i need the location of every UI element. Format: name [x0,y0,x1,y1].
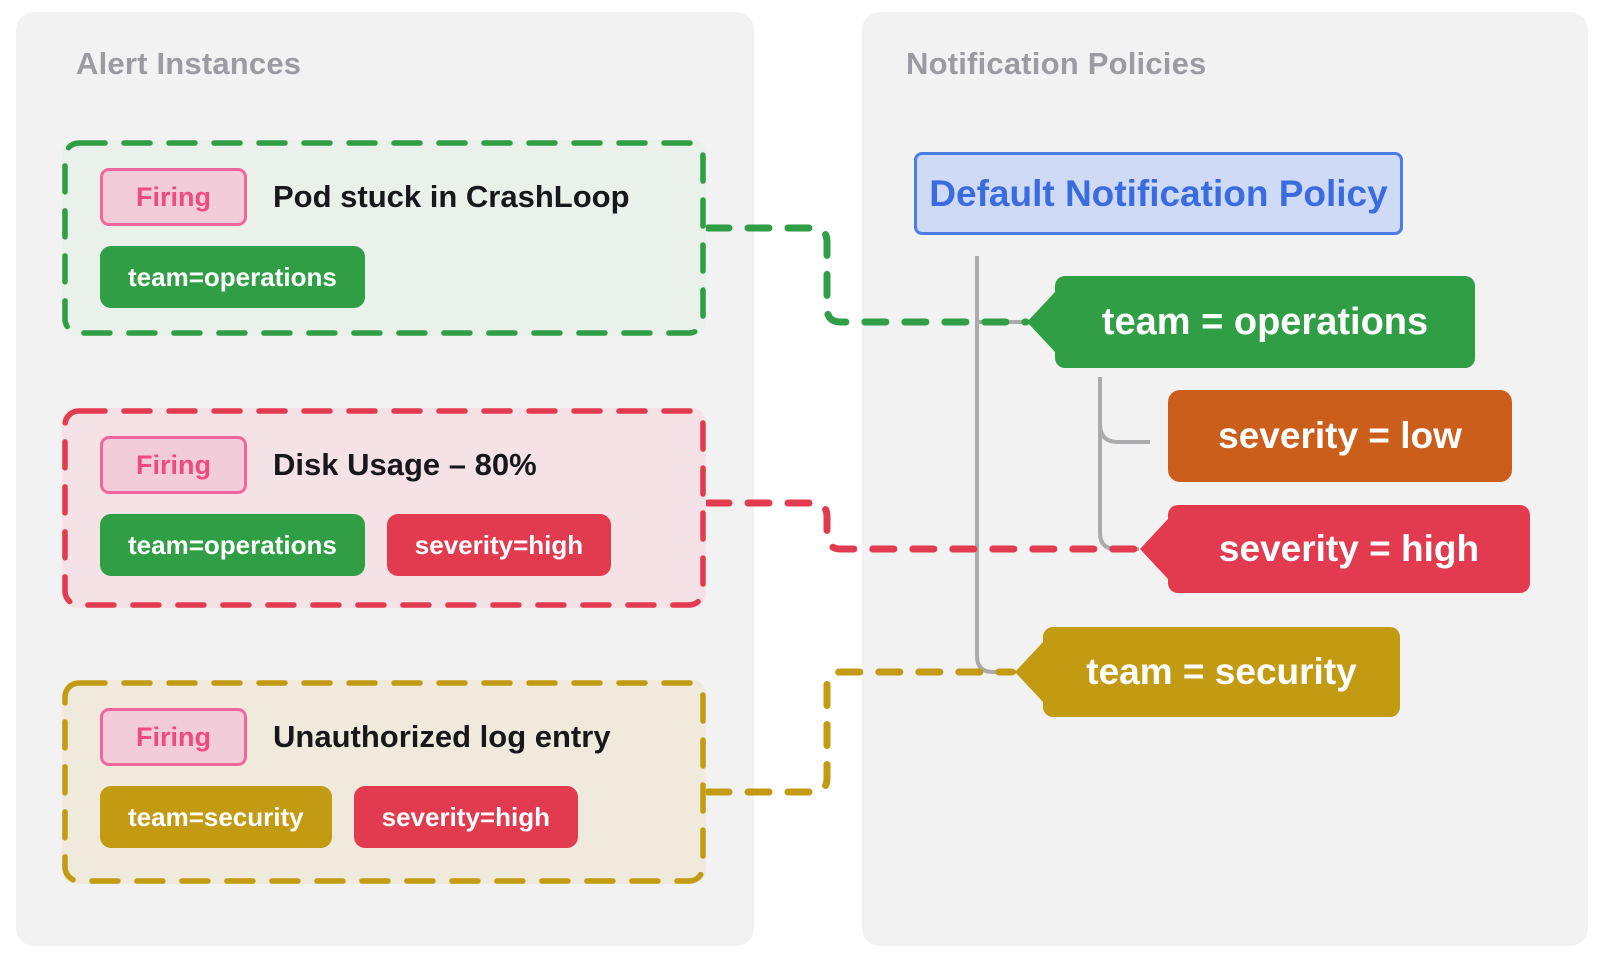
alert-card-unauthorized-log: Firing Unauthorized log entry team=secur… [62,680,706,884]
label-pill-team-operations: team=operations [100,246,365,308]
policy-matcher-severity-high: severity = high [1168,505,1530,593]
label-pill-severity-high: severity=high [386,514,612,576]
policy-matcher-team-operations: team = operations [1055,276,1475,368]
alert-title: Disk Usage – 80% [273,447,537,482]
label-pill-team-security: team=security [100,786,332,848]
firing-badge: Firing [100,708,247,766]
alert-instances-heading: Alert Instances [76,46,302,81]
alert-card-disk-usage: Firing Disk Usage – 80% team=operations … [62,408,706,608]
label-pill-team-operations: team=operations [100,514,365,576]
policy-matcher-team-security: team = security [1043,627,1400,717]
policy-matcher-severity-low: severity = low [1168,390,1512,482]
alert-title: Pod stuck in CrashLoop [273,179,630,214]
alert-card-crashloop: Firing Pod stuck in CrashLoop team=opera… [62,140,706,336]
firing-badge: Firing [100,436,247,494]
label-pill-severity-high: severity=high [353,786,578,848]
default-notification-policy: Default Notification Policy [914,152,1403,235]
firing-badge: Firing [100,168,247,226]
alert-title: Unauthorized log entry [273,719,611,754]
notification-policies-heading: Notification Policies [906,46,1207,81]
